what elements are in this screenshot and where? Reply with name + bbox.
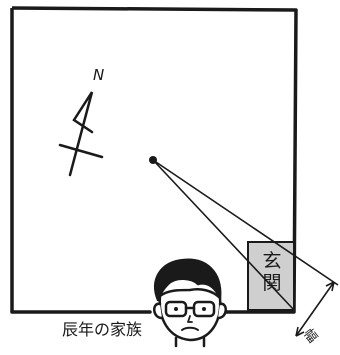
entrance-label: 玄関 <box>251 250 293 294</box>
family-caption: 辰年の家族 <box>62 320 143 339</box>
entrance-label-line-2: 関 <box>262 272 282 294</box>
entrance-box <box>247 241 295 311</box>
north-compass-icon <box>58 91 104 177</box>
person-with-glasses-icon <box>153 258 227 348</box>
width-dimension <box>295 281 335 337</box>
angle-lines <box>152 159 339 311</box>
entrance-label-line-1: 玄 <box>262 250 282 272</box>
north-label: N <box>93 66 105 84</box>
